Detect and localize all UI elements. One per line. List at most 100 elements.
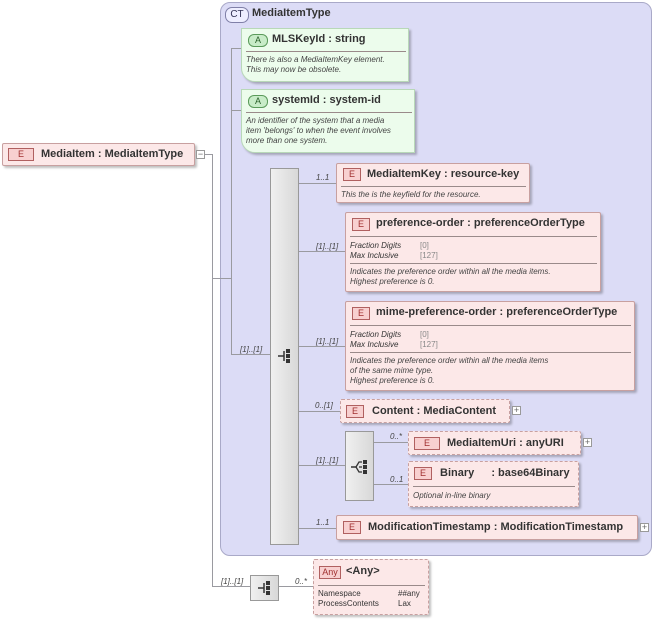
element-doc-line: Highest preference is 0. <box>350 277 435 286</box>
element-badge: E <box>8 148 34 161</box>
element-title: mime-preference-order : preferenceOrderT… <box>376 306 617 318</box>
attribute-type: : string <box>328 33 366 45</box>
cardinality-label: [1]..[1] <box>316 242 339 251</box>
attribute-doc-line: item 'belongs' to when the event involve… <box>246 126 391 135</box>
cardinality-label: 0..1 <box>390 475 404 484</box>
facet-value: [0] <box>420 241 429 250</box>
expand-toggle[interactable]: + <box>640 522 649 532</box>
attribute-doc-line: An identifier of the system that a media <box>246 116 385 125</box>
separator <box>350 325 631 326</box>
connector <box>212 586 250 587</box>
element-mime-preference-order[interactable]: E mime-preference-order : preferenceOrde… <box>345 301 635 391</box>
choice-icon <box>351 460 367 474</box>
element-doc-line: Highest preference is 0. <box>350 376 435 385</box>
sequence-icon <box>278 349 290 363</box>
connector <box>231 354 271 355</box>
attribute-title: systemId : system-id <box>272 94 381 106</box>
any-element[interactable]: Any <Any> Namespace ##any ProcessContent… <box>313 559 429 615</box>
element-title: ModificationTimestamp : ModificationTime… <box>368 521 623 533</box>
sequence-compositor[interactable] <box>250 575 279 601</box>
connector <box>374 484 408 485</box>
connector <box>212 154 213 586</box>
element-mediaitemkey[interactable]: E MediaItemKey : resource-key This the i… <box>336 163 530 203</box>
cardinality-label: [1]..[1] <box>240 345 263 354</box>
element-type: : ModificationTimestamp <box>493 521 624 533</box>
separator <box>341 186 526 187</box>
attribute-title: MLSKeyId : string <box>272 33 366 45</box>
any-prop-value: Lax <box>398 599 411 608</box>
connector <box>299 251 345 252</box>
cardinality-label: 0..[1] <box>315 401 333 410</box>
element-title: MediaItemKey : resource-key <box>367 168 519 180</box>
element-doc-line: of the same mime type. <box>350 366 434 375</box>
expand-toggle[interactable]: + <box>512 405 521 415</box>
connector <box>279 586 313 587</box>
element-content[interactable]: E Content : MediaContent <box>340 399 510 423</box>
any-prop-value: ##any <box>398 589 420 598</box>
element-title: preference-order : preferenceOrderType <box>376 217 585 229</box>
connector <box>299 411 340 412</box>
attribute-systemid[interactable]: A systemId : system-id An identifier of … <box>241 89 415 153</box>
separator <box>350 352 631 353</box>
any-name: <Any> <box>346 565 380 577</box>
any-prop-label: ProcessContents <box>318 599 379 608</box>
element-type: : anyURI <box>519 437 564 449</box>
element-doc-line: Optional in-line binary <box>413 491 491 500</box>
element-badge: E <box>414 467 432 480</box>
element-doc-line: This the is the keyfield for the resourc… <box>341 190 481 199</box>
facet-label: Max Inclusive <box>350 251 399 260</box>
element-name: ModificationTimestamp <box>368 521 491 533</box>
element-type: : MediaItemType <box>97 148 184 160</box>
attribute-badge: A <box>248 34 268 47</box>
attribute-doc-line: This may now be obsolete. <box>246 65 342 74</box>
collapse-toggle[interactable]: − <box>196 149 205 159</box>
connector <box>299 528 336 529</box>
element-binary[interactable]: E Binary : base64Binary Optional in-line… <box>408 461 579 507</box>
attribute-mlskeyid[interactable]: A MLSKeyId : string There is also a Medi… <box>241 28 409 82</box>
element-name: MediaItem <box>41 148 95 160</box>
cardinality-label: [1]..[1] <box>316 337 339 346</box>
element-type: : preferenceOrderType <box>467 217 585 229</box>
element-name: Binary <box>440 467 475 479</box>
cardinality-label: 1..1 <box>316 173 330 182</box>
element-badge: E <box>414 437 440 450</box>
any-badge: Any <box>319 566 341 579</box>
facet-value: [0] <box>420 330 429 339</box>
connector <box>299 183 336 184</box>
attribute-doc-line: There is also a MediaItemKey element. <box>246 55 385 64</box>
facet-label: Fraction Digits <box>350 330 402 339</box>
separator <box>246 51 406 52</box>
element-badge: E <box>352 307 370 320</box>
element-badge: E <box>352 218 370 231</box>
connector <box>299 465 345 466</box>
facet-label: Max Inclusive <box>350 340 399 349</box>
facet-value: [127] <box>420 251 438 260</box>
element-modificationtimestamp[interactable]: E ModificationTimestamp : ModificationTi… <box>336 515 638 540</box>
element-name: Content <box>372 405 414 417</box>
cardinality-label: [1]..[1] <box>316 456 339 465</box>
connector <box>374 442 408 443</box>
root-element-mediaitem[interactable]: E MediaItem : MediaItemType <box>2 143 195 166</box>
element-mediaitemuri[interactable]: E MediaItemUri : anyURI <box>408 431 581 455</box>
complex-type-badge: CT <box>225 7 249 23</box>
sequence-icon <box>258 581 270 595</box>
connector <box>205 154 213 155</box>
element-title: MediaItemUri : anyURI <box>447 437 564 449</box>
element-type: : preferenceOrderType <box>499 306 618 318</box>
facet-value: [127] <box>420 340 438 349</box>
facet-label: Fraction Digits <box>350 241 402 250</box>
element-preference-order[interactable]: E preference-order : preferenceOrderType… <box>345 212 601 292</box>
element-badge: E <box>343 521 361 534</box>
element-badge: E <box>346 405 364 418</box>
expand-toggle[interactable]: + <box>583 437 592 447</box>
sequence-compositor[interactable] <box>270 168 299 545</box>
connector <box>299 346 345 347</box>
element-title: Binary : base64Binary <box>440 467 570 479</box>
element-type: : MediaContent <box>416 405 497 417</box>
element-name: MediaItemKey <box>367 168 441 180</box>
connector <box>231 48 232 354</box>
element-title: Content : MediaContent <box>372 405 496 417</box>
choice-compositor[interactable] <box>345 431 374 501</box>
connector <box>231 48 241 49</box>
any-prop-label: Namespace <box>318 589 361 598</box>
